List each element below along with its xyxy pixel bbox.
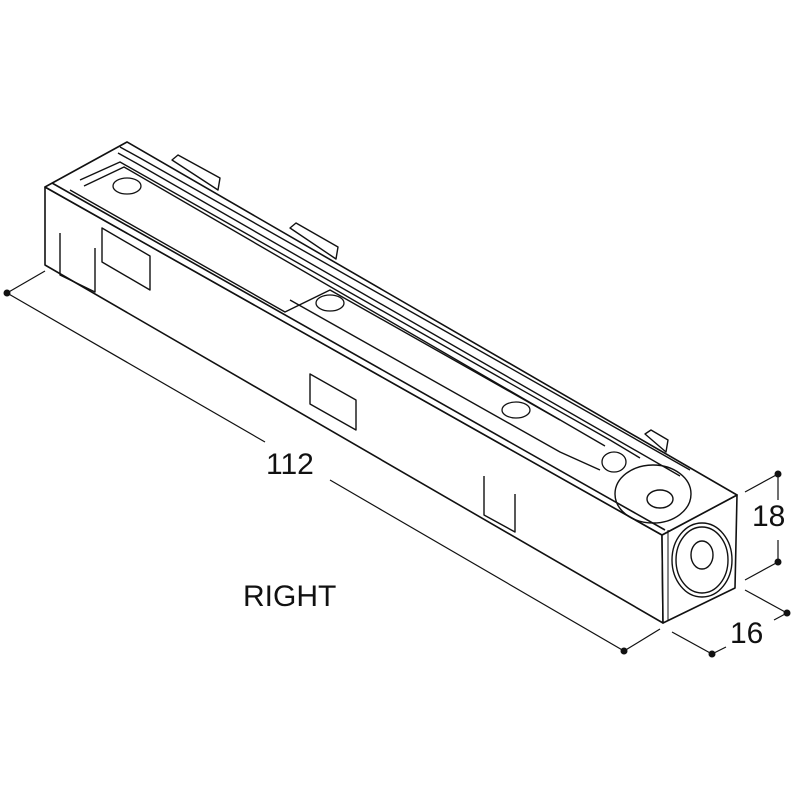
screw-icon [315,294,345,312]
top-face [44,141,738,536]
top-rails [69,146,691,477]
housing-body [44,141,738,624]
end-socket [614,464,733,598]
side-label: RIGHT [243,580,337,613]
top-edge-lip [51,182,666,531]
width-dimension-label: 16 [730,617,764,650]
length-dimension-label: 112 [266,448,314,481]
side-windows [59,227,516,533]
screw-icon [501,401,531,419]
screw-icon [112,177,142,195]
screw-icon [601,451,627,473]
top-tabs [171,154,669,453]
screws [112,177,627,473]
height-dimension-label: 18 [752,500,786,533]
dimension-dots [3,289,791,658]
dimension-lines [6,270,788,655]
